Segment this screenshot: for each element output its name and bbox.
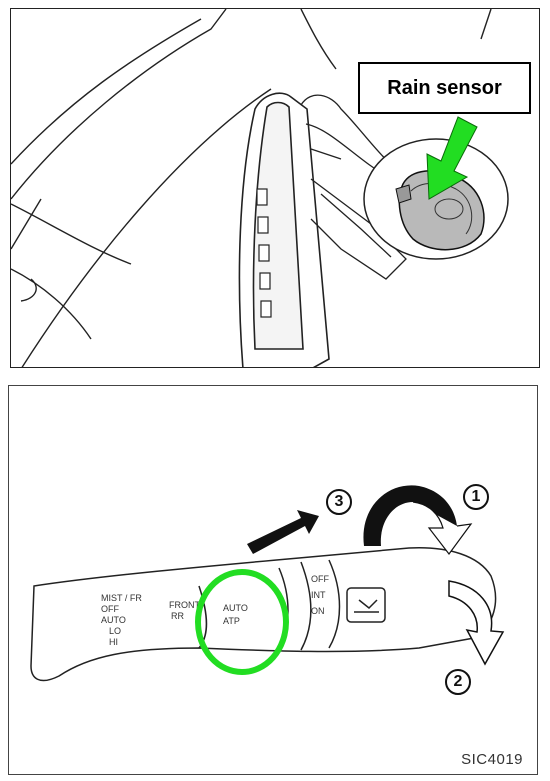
push-arrow-icon xyxy=(247,510,319,554)
stalk-label-hi: HI xyxy=(109,637,118,647)
stalk-label-lo: LO xyxy=(109,626,121,636)
stalk-label-off: OFF xyxy=(101,604,119,614)
stalk-label-rr: RR xyxy=(171,611,184,621)
stalk-label-front: FRONT xyxy=(169,600,200,610)
rain-sensor-illustration: Rain sensor xyxy=(10,8,540,368)
stalk-label-off-2: OFF xyxy=(311,574,329,584)
rain-sensor xyxy=(364,139,508,259)
wiper-stalk-illustration: MIST / FR OFF AUTO LO HI FRONT RR AUTO A… xyxy=(8,385,538,775)
step-1-marker: 1 xyxy=(463,484,489,510)
wiper-switch-drawing: MIST / FR OFF AUTO LO HI FRONT RR AUTO A… xyxy=(9,386,538,775)
stalk-label-atp: ATP xyxy=(223,616,240,626)
stalk-label-int: INT xyxy=(311,590,326,600)
step-2-marker: 2 xyxy=(445,669,471,695)
stalk-label-auto-2: AUTO xyxy=(223,603,248,613)
step-3-marker: 3 xyxy=(326,489,352,515)
stalk-label-mist: MIST / FR xyxy=(101,593,142,603)
rain-sensor-callout: Rain sensor xyxy=(358,62,531,114)
figure-code: SIC4019 xyxy=(461,751,523,768)
stalk-label-auto: AUTO xyxy=(101,615,126,625)
stalk-label-on: ON xyxy=(311,606,325,616)
